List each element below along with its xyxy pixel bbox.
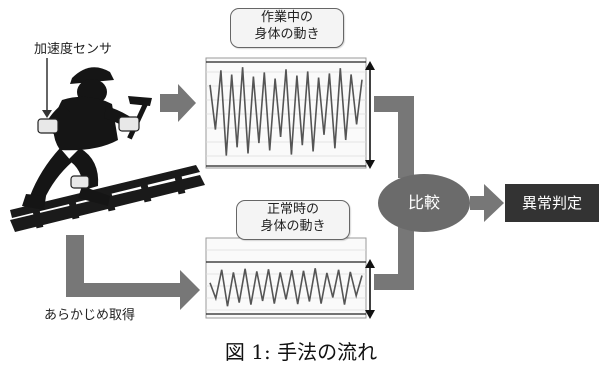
normal-amplitude-arrow (365, 259, 375, 319)
connector-working-to-compare (374, 96, 414, 178)
normal-callout: 正常時の 身体の動き (236, 200, 350, 240)
sensor-waist (37, 118, 59, 134)
arrow-to-working (160, 84, 196, 122)
working-amplitude-arrow (365, 61, 375, 169)
normal-callout-line2: 身体の動き (260, 219, 326, 234)
arrow-pre-acquire (66, 235, 200, 310)
sensor-wrist (118, 116, 140, 132)
working-callout-line1: 作業中の (260, 10, 313, 25)
sensor-pointer-arrowhead (42, 110, 52, 118)
working-callout: 作業中の 身体の動き (230, 8, 344, 48)
connector-normal-to-compare (374, 226, 414, 290)
sensor-label: 加速度センサ (34, 42, 113, 57)
normal-signal-wave (209, 268, 363, 307)
working-graph (205, 57, 375, 169)
pre-acquire-label: あらかじめ取得 (44, 308, 136, 323)
normal-graph (205, 237, 375, 319)
working-signal-wave (209, 67, 363, 156)
result-box: 異常判定 (505, 184, 599, 222)
normal-callout-line1: 正常時の (266, 202, 319, 217)
sensor-leg (70, 175, 90, 189)
worker-illustration (10, 58, 205, 232)
arrow-to-result (470, 184, 504, 222)
compare-label: 比較 (407, 193, 440, 212)
figure-caption: 図 1: 手法の流れ (224, 340, 378, 364)
compare-ellipse (378, 174, 470, 232)
working-callout-line2: 身体の動き (254, 27, 320, 42)
